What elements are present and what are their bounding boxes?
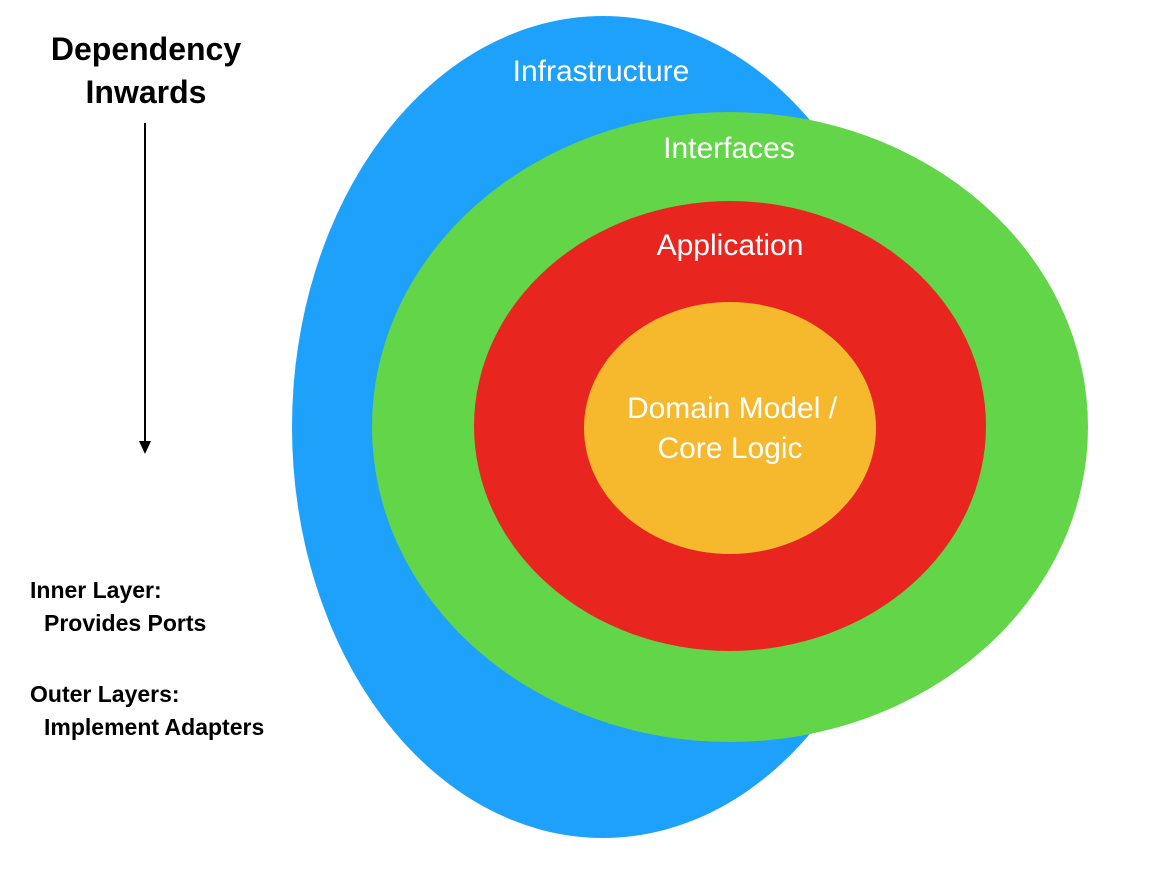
domain-label-line-1: Domain Model / bbox=[627, 392, 838, 425]
domain-layer bbox=[584, 302, 876, 554]
interfaces-label: Interfaces bbox=[663, 132, 795, 165]
inner-layer-title: Inner Layer: bbox=[30, 577, 162, 603]
dependency-heading: Dependency Inwards bbox=[40, 28, 252, 114]
infrastructure-label: Infrastructure bbox=[513, 55, 690, 88]
dependency-arrow-shaft bbox=[144, 123, 146, 443]
inner-layer-detail: Provides Ports bbox=[44, 610, 207, 636]
heading-line-2: Inwards bbox=[85, 74, 207, 110]
domain-label-line-2: Core Logic bbox=[657, 432, 802, 465]
application-label: Application bbox=[657, 229, 804, 262]
inner-layer-note: Inner Layer: Provides Ports bbox=[30, 574, 206, 640]
outer-layers-detail: Implement Adapters bbox=[44, 714, 265, 740]
down-arrow-icon bbox=[139, 441, 151, 454]
outer-layers-note: Outer Layers: Implement Adapters bbox=[30, 678, 264, 744]
heading-line-1: Dependency bbox=[50, 31, 242, 67]
outer-layers-title: Outer Layers: bbox=[30, 681, 180, 707]
